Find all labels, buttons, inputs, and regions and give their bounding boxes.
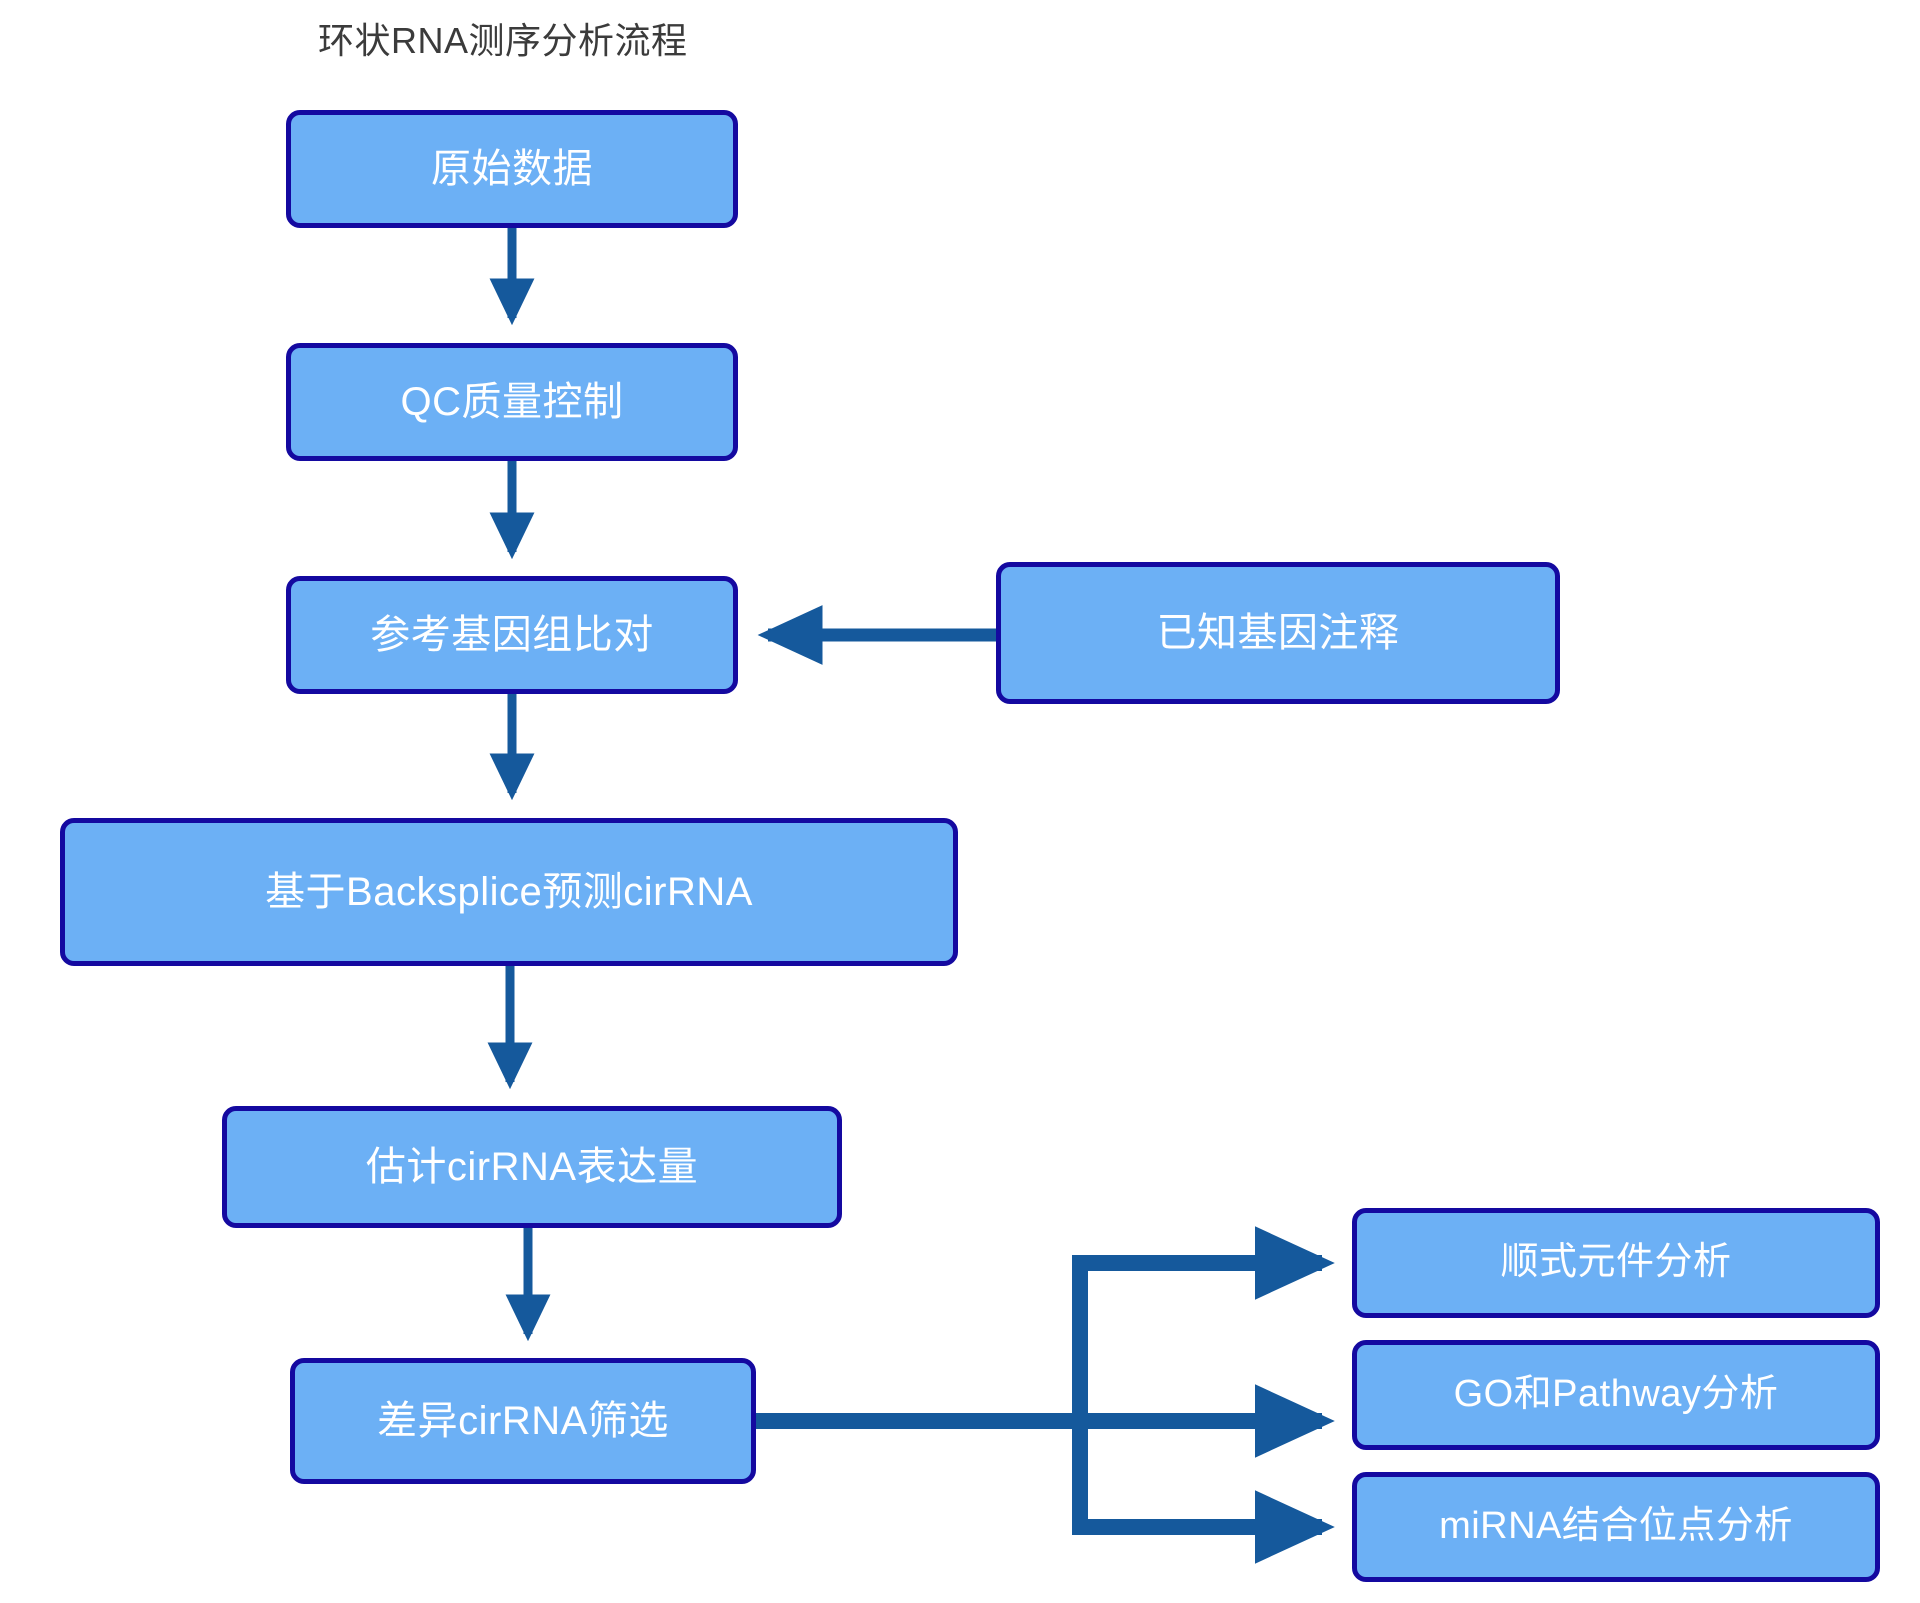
node-known-annotation[interactable]: 已知基因注释: [996, 562, 1560, 704]
node-backsplice-predict-label: 基于Backsplice预测cirRNA: [265, 870, 753, 914]
node-genome-align[interactable]: 参考基因组比对: [286, 576, 738, 694]
node-mirna-binding-label: miRNA结合位点分析: [1439, 1505, 1793, 1548]
node-backsplice-predict[interactable]: 基于Backsplice预测cirRNA: [60, 818, 958, 966]
page-title: 环状RNA测序分析流程: [318, 20, 688, 61]
node-qc-label: QC质量控制: [400, 380, 624, 424]
node-mirna-binding[interactable]: miRNA结合位点分析: [1352, 1472, 1880, 1582]
node-diff-screen-label: 差异cirRNA筛选: [377, 1399, 669, 1443]
edge-diff-branch-trunk: [756, 1263, 1088, 1527]
node-go-pathway-label: GO和Pathway分析: [1453, 1373, 1779, 1416]
node-genome-align-label: 参考基因组比对: [370, 613, 654, 657]
node-expression-estimate-label: 估计cirRNA表达量: [365, 1145, 699, 1189]
node-diff-screen[interactable]: 差异cirRNA筛选: [290, 1358, 756, 1484]
node-expression-estimate[interactable]: 估计cirRNA表达量: [222, 1106, 842, 1228]
node-qc[interactable]: QC质量控制: [286, 343, 738, 461]
node-known-annotation-label: 已知基因注释: [1156, 611, 1400, 655]
node-cis-element[interactable]: 顺式元件分析: [1352, 1208, 1880, 1318]
node-go-pathway[interactable]: GO和Pathway分析: [1352, 1340, 1880, 1450]
node-raw-data[interactable]: 原始数据: [286, 110, 738, 228]
node-raw-data-label: 原始数据: [431, 147, 593, 191]
node-cis-element-label: 顺式元件分析: [1500, 1241, 1732, 1284]
